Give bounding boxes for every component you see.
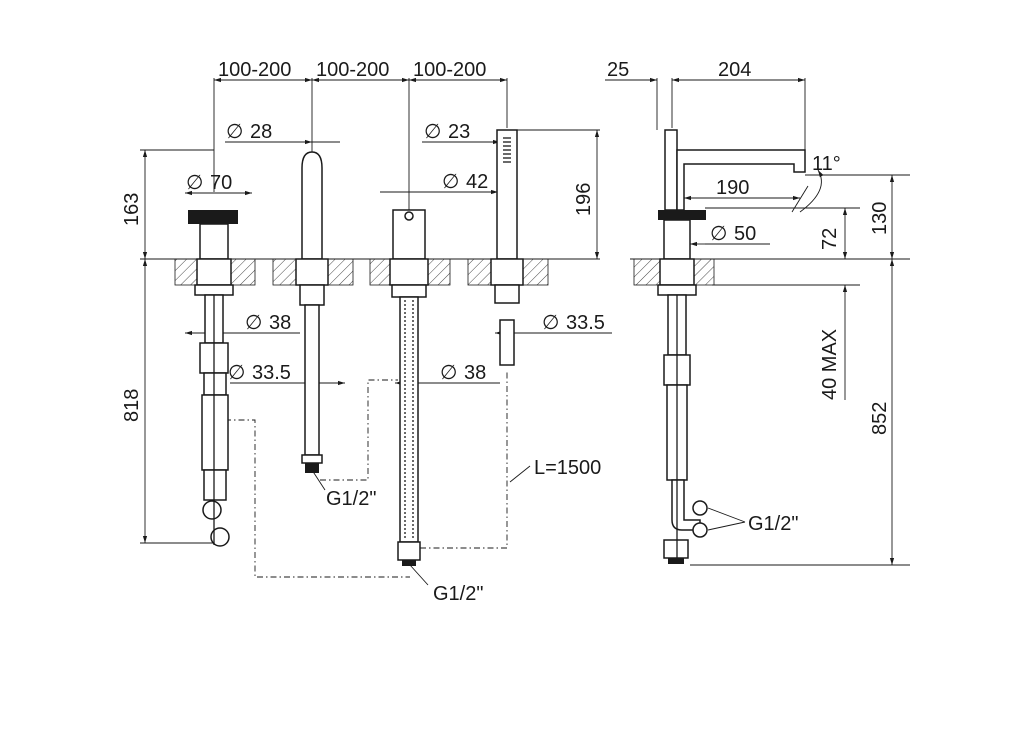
hand-shower-unit: [490, 129, 524, 366]
hose-routes: [225, 370, 508, 578]
diameter-icon: ∅: [228, 362, 245, 384]
label-spout-reach: 190: [716, 177, 749, 199]
side-view-unit: [657, 129, 806, 564]
connection-leaders: [311, 465, 746, 586]
diameter-icon: ∅: [424, 121, 441, 143]
label-spacing-3: 100-200: [413, 59, 486, 81]
dimension-lines: [142, 77, 895, 565]
dimension-labels: 100-200 100-200 100-200 25 204 ∅ 28 ∅ 70…: [121, 59, 891, 479]
label-height-spout: 130: [869, 202, 891, 235]
label-conn-1: G1/2": [326, 488, 376, 510]
label-height-handle: 163: [121, 193, 143, 226]
label-spout-length: 204: [718, 59, 751, 81]
label-dia-lower-2: 33.5: [252, 362, 291, 384]
label-dia-spout: 28: [250, 121, 272, 143]
label-conn-3: G1/2": [748, 513, 798, 535]
diameter-icon: ∅: [442, 171, 459, 193]
label-dia-handle: 70: [210, 172, 232, 194]
label-spacing-1: 100-200: [218, 59, 291, 81]
label-dia-lower-4: 33.5: [566, 312, 605, 334]
label-height-shower: 196: [573, 183, 595, 216]
label-dia-lower-3: 38: [464, 362, 486, 384]
label-dia-lower-1: 38: [269, 312, 291, 334]
label-dia-side-body: 50: [734, 223, 756, 245]
label-spacing-2: 100-200: [316, 59, 389, 81]
label-spout-angle: 11°: [812, 153, 841, 175]
diameter-icon: ∅: [226, 121, 243, 143]
diameter-icon: ∅: [186, 172, 203, 194]
mixer-handle-unit: [188, 210, 238, 547]
label-side-offset: 25: [607, 59, 629, 81]
label-height-body: 72: [819, 228, 841, 250]
connection-labels: G1/2" G1/2" G1/2": [326, 488, 798, 605]
diverter-unit: [389, 209, 429, 566]
diameter-icon: ∅: [542, 312, 559, 334]
label-height-total-right: 852: [869, 402, 891, 435]
label-hose-length: L=1500: [534, 457, 601, 479]
label-dia-diverter: 42: [466, 171, 488, 193]
deck-sections: [174, 258, 715, 286]
label-height-total-left: 818: [121, 389, 143, 422]
diameter-icon: ∅: [710, 223, 727, 245]
label-conn-2: G1/2": [433, 583, 483, 605]
diameter-icon: ∅: [440, 362, 457, 384]
diameter-icon: ∅: [245, 312, 262, 334]
extension-lines: [140, 78, 910, 566]
label-deck-max: 40 MAX: [819, 329, 841, 400]
label-dia-hand-shower: 23: [448, 121, 470, 143]
spout-unit: [295, 151, 329, 473]
